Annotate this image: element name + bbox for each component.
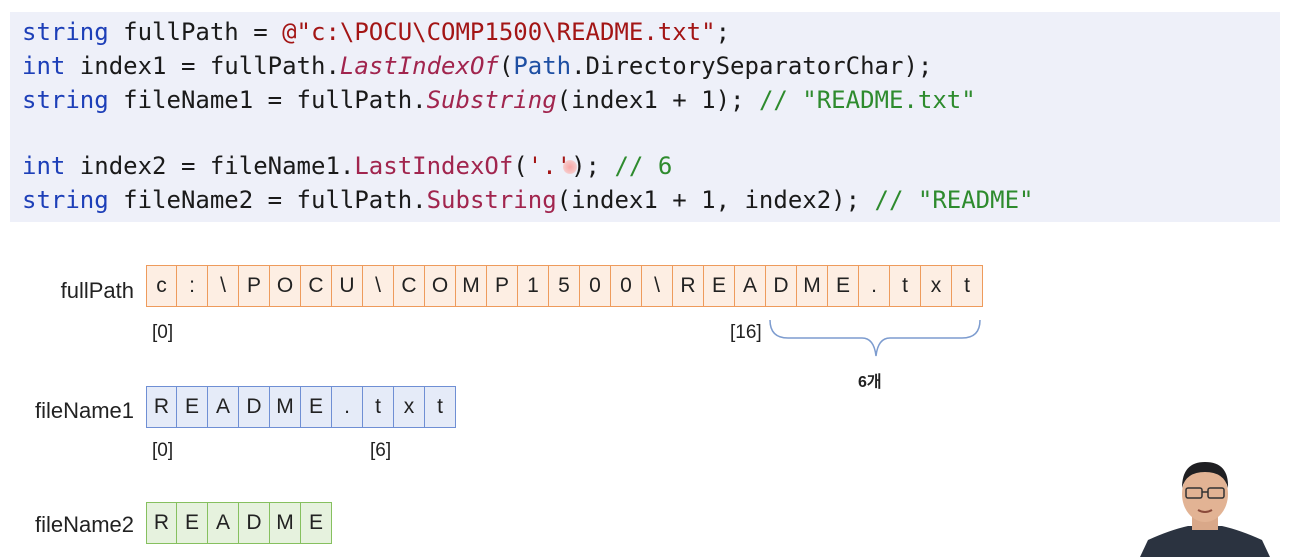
filename2-label: fileName2 xyxy=(34,512,134,537)
filename1-cell-1: E xyxy=(177,386,208,428)
filename1-cell-2: A xyxy=(208,386,239,428)
fullpath-index-0: [0] xyxy=(152,322,174,343)
fullpath-cell-1: : xyxy=(177,265,208,307)
code-line-3: string fileName1 = fullPath.Substring(in… xyxy=(22,86,976,114)
count-brace xyxy=(769,319,981,357)
fullpath-cell-9: O xyxy=(425,265,456,307)
fullpath-cell-6: U xyxy=(332,265,363,307)
filename1-cell-3: D xyxy=(239,386,270,428)
fullpath-cell-23: . xyxy=(859,265,890,307)
fullpath-cell-5: C xyxy=(301,265,332,307)
fullpath-cell-26: t xyxy=(952,265,983,307)
fullpath-cell-24: t xyxy=(890,265,921,307)
fullpath-cell-14: 0 xyxy=(580,265,611,307)
count-label: 6개 xyxy=(858,374,882,391)
fullpath-cell-21: M xyxy=(797,265,828,307)
fullpath-cell-18: E xyxy=(704,265,735,307)
fullpath-cell-13: 5 xyxy=(549,265,580,307)
fullpath-cell-19: A xyxy=(735,265,766,307)
filename1-cell-0: R xyxy=(146,386,177,428)
fullpath-cell-12: 1 xyxy=(518,265,549,307)
fullpath-cell-20: D xyxy=(766,265,797,307)
code-line-5: string fileName2 = fullPath.Substring(in… xyxy=(22,186,1034,214)
fullpath-cell-2: \ xyxy=(208,265,239,307)
fullpath-index-16: [16] xyxy=(730,322,762,343)
filename2-cell-1: E xyxy=(177,502,208,544)
filename1-cell-9: t xyxy=(425,386,456,428)
filename1-label: fileName1 xyxy=(34,398,134,423)
fullpath-cell-4: O xyxy=(270,265,301,307)
filename1-index-6: [6] xyxy=(370,440,392,461)
filename2-cell-3: D xyxy=(239,502,270,544)
filename1-cell-7: t xyxy=(363,386,394,428)
fullpath-cell-11: P xyxy=(487,265,518,307)
fullpath-cell-3: P xyxy=(239,265,270,307)
fullpath-cell-15: 0 xyxy=(611,265,642,307)
fullpath-cell-22: E xyxy=(828,265,859,307)
filename1-cell-6: . xyxy=(332,386,363,428)
filename2-cell-2: A xyxy=(208,502,239,544)
fullpath-label: fullPath xyxy=(60,278,134,303)
filename1-index-0: [0] xyxy=(152,440,174,461)
code-line-1: string fullPath = @"c:\POCU\COMP1500\REA… xyxy=(22,18,731,46)
code-line-4: int index2 = fileName1.LastIndexOf('.');… xyxy=(22,152,673,180)
filename2-cell-5: E xyxy=(301,502,332,544)
fullpath-cell-0: c xyxy=(146,265,177,307)
fullpath-cell-16: \ xyxy=(642,265,673,307)
mouse-cursor-highlight xyxy=(563,160,578,174)
filename2-cell-4: M xyxy=(270,502,301,544)
fullpath-cell-8: C xyxy=(394,265,425,307)
code-block: string fullPath = @"c:\POCU\COMP1500\REA… xyxy=(10,12,1280,222)
code-line-2: int index1 = fullPath.LastIndexOf(Path.D… xyxy=(22,52,933,80)
presenter-video xyxy=(1140,462,1270,557)
fullpath-cell-17: R xyxy=(673,265,704,307)
fullpath-cell-7: \ xyxy=(363,265,394,307)
fullpath-cell-10: M xyxy=(456,265,487,307)
filename2-cell-0: R xyxy=(146,502,177,544)
filename1-cell-5: E xyxy=(301,386,332,428)
fullpath-cell-25: x xyxy=(921,265,952,307)
filename1-cell-4: M xyxy=(270,386,301,428)
filename1-cell-8: x xyxy=(394,386,425,428)
